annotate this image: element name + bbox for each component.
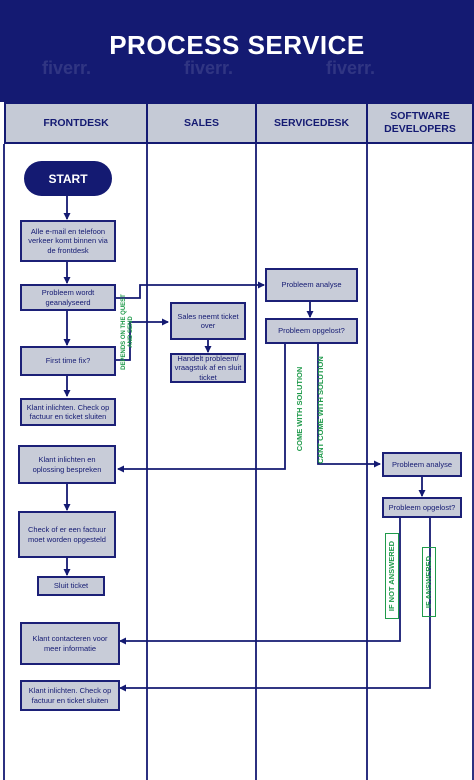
label-come-with-solution: COME WITH SOLUTION bbox=[295, 366, 304, 452]
sales-step-handle-problem: Handelt probleem/ vraagstuk af en sluit … bbox=[170, 353, 246, 383]
title-banner: fiverr. fiverr. fiverr. PROCESS SERVICE bbox=[0, 0, 474, 102]
label-depends-on-quest: DEPENDS ON THE QUEST AND SEND bbox=[121, 294, 134, 370]
lane-header-servicedesk: SERVICEDESK bbox=[255, 102, 368, 144]
watermark: fiverr. bbox=[326, 58, 376, 78]
arrow-step3-to-sales bbox=[116, 318, 169, 361]
lane-header-sales: SALES bbox=[146, 102, 257, 144]
frontdesk-step-analysis: Probleem wordt geanalyseerd bbox=[20, 284, 116, 311]
arrow-dev-not-answered-to-frontdesk bbox=[119, 518, 401, 645]
developers-step-analysis: Probleem analyse bbox=[382, 452, 462, 477]
arrow-step2-to-servicedesk bbox=[116, 281, 265, 299]
arrow-dev-answered-to-frontdesk bbox=[119, 518, 431, 692]
watermark: fiverr. bbox=[184, 58, 234, 78]
lane-header-frontdesk: FRONTDESK bbox=[4, 102, 148, 144]
frontdesk-step-contact-customer: Klant contacteren voor meer informatie bbox=[20, 622, 120, 665]
frontdesk-step-discuss-solution: Klant inlichten en oplossing bespreken bbox=[18, 445, 116, 484]
servicedesk-decision-solved: Probleem opgelost? bbox=[265, 318, 358, 344]
frontdesk-decision-first-time-fix: First time fix? bbox=[20, 346, 116, 376]
frontdesk-step-check-invoice: Check of er een factuur moet worden opge… bbox=[18, 511, 116, 558]
servicedesk-step-analysis: Probleem analyse bbox=[265, 268, 358, 302]
frontdesk-step-intake: Alle e-mail en telefoon verkeer komt bin… bbox=[20, 220, 116, 262]
label-cant-come-with-solution: CANT COME WITH SOLUTION bbox=[316, 356, 325, 464]
arrow-sd-to-developers bbox=[317, 344, 381, 468]
lane-header-software-developers: SOFTWARE DEVELOPERS bbox=[366, 102, 474, 144]
watermark: fiverr. bbox=[42, 58, 92, 78]
page-title: PROCESS SERVICE bbox=[109, 30, 365, 60]
developers-decision-solved: Probleem opgelost? bbox=[382, 497, 462, 518]
frontdesk-step-close-ticket-2: Sluit ticket bbox=[37, 576, 105, 596]
label-if-not-answered: IF NOT ANSWERED bbox=[385, 533, 399, 619]
frontdesk-step-close-ticket-3: Klant inlichten. Check op factuur en tic… bbox=[20, 680, 120, 711]
label-if-answered: IF ANSWERED bbox=[422, 547, 436, 617]
start-node: START bbox=[24, 161, 112, 196]
sales-step-take-ticket: Sales neemt ticket over bbox=[170, 302, 246, 340]
arrow-sd-solution-to-frontdesk bbox=[117, 344, 286, 473]
frontdesk-step-close-ticket-1: Klant inlichten. Check op factuur en tic… bbox=[20, 398, 116, 426]
